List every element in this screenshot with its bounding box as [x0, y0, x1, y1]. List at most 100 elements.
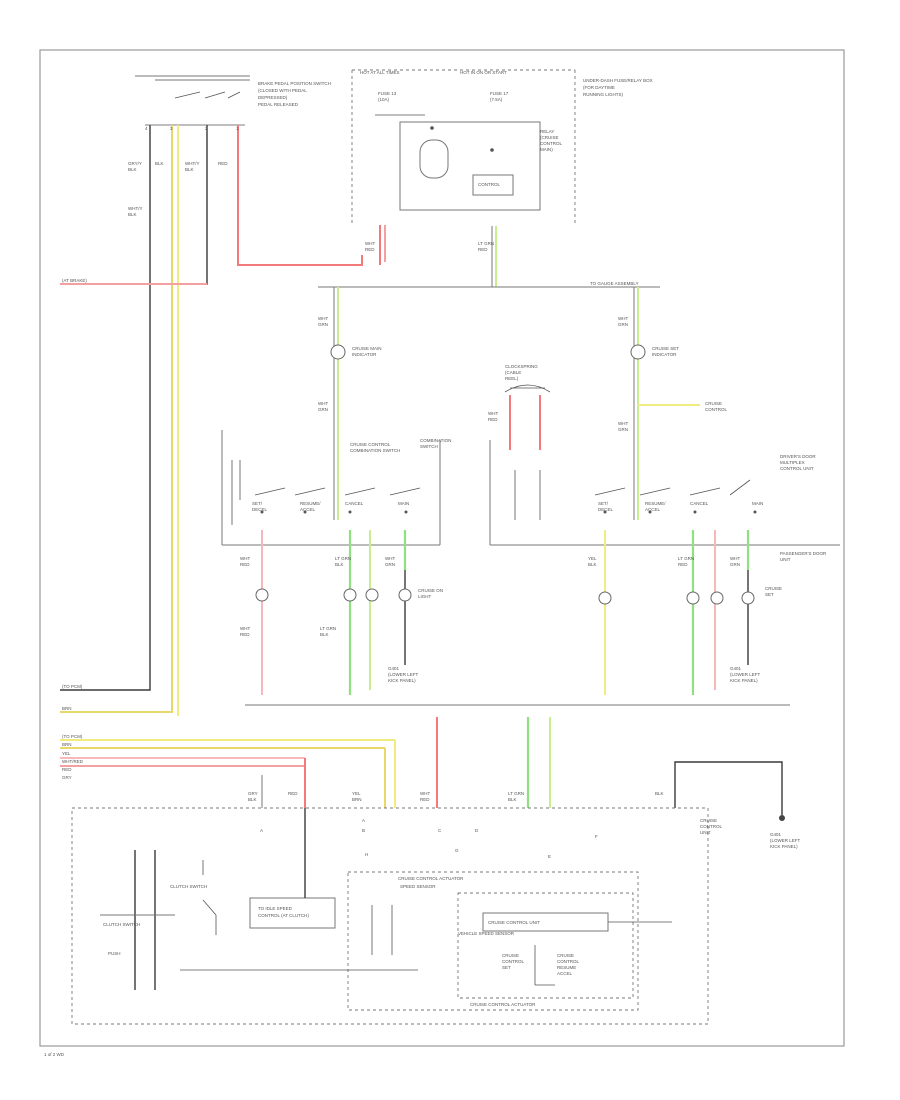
- svg-text:YEL: YEL: [588, 556, 597, 561]
- svg-text:PUSH: PUSH: [108, 951, 121, 956]
- svg-text:CLOCKSPRING: CLOCKSPRING: [505, 364, 538, 369]
- svg-text:2: 2: [205, 126, 208, 131]
- svg-text:BLK: BLK: [320, 632, 329, 637]
- svg-text:WHT: WHT: [318, 401, 328, 406]
- passenger-door-label: PASSENGER'S DOOR: [780, 551, 827, 556]
- svg-text:4: 4: [145, 126, 148, 131]
- vss-label: VEHICLE SPEED SENSOR: [458, 931, 515, 936]
- lamp-main-label: CRUISE MAIN: [352, 346, 382, 351]
- svg-text:(10A): (10A): [378, 97, 390, 102]
- svg-text:MULTIPLEX: MULTIPLEX: [780, 460, 805, 465]
- svg-text:HOT AT ALL TIMES: HOT AT ALL TIMES: [360, 70, 400, 75]
- svg-text:REEL): REEL): [505, 376, 519, 381]
- svg-text:YEL: YEL: [352, 791, 361, 796]
- svg-text:WHT/Y: WHT/Y: [128, 206, 143, 211]
- svg-text:1: 1: [236, 126, 239, 131]
- svg-text:F: F: [595, 834, 598, 839]
- svg-text:CONTROL: CONTROL: [700, 824, 722, 829]
- svg-text:(LOWER LEFT: (LOWER LEFT: [730, 672, 761, 677]
- svg-text:RELAY: RELAY: [540, 129, 554, 134]
- brake-switch-section: BRAKE PEDAL POSITION SWITCH (CLOSED WITH…: [60, 75, 363, 716]
- svg-text:HOT IN ON OR START: HOT IN ON OR START: [460, 70, 507, 75]
- svg-text:SET/: SET/: [252, 501, 263, 506]
- fuse-box-label: UNDER-DASH FUSE/RELAY BOX: [583, 78, 653, 83]
- svg-text:CONTROL (AT CLUTCH): CONTROL (AT CLUTCH): [258, 913, 309, 918]
- svg-text:RED: RED: [420, 797, 430, 802]
- svg-text:RED: RED: [678, 562, 688, 567]
- svg-text:D: D: [475, 828, 479, 833]
- svg-text:CLUTCH SWITCH: CLUTCH SWITCH: [170, 884, 207, 889]
- svg-text:CANCEL: CANCEL: [345, 501, 364, 506]
- wire-red-label: RED: [62, 767, 72, 772]
- wire-black-feed: [60, 125, 208, 285]
- svg-text:SPEED SENSOR: SPEED SENSOR: [400, 884, 436, 889]
- svg-text:CONTROL: CONTROL: [557, 959, 579, 964]
- svg-text:WHT: WHT: [318, 316, 328, 321]
- ccu-label: CRUISE CONTROL UNIT: [488, 920, 540, 925]
- svg-text:SWITCH: SWITCH: [420, 444, 438, 449]
- svg-text:WHT: WHT: [730, 556, 740, 561]
- svg-text:WHT: WHT: [385, 556, 395, 561]
- svg-text:RED: RED: [240, 632, 250, 637]
- svg-text:G401: G401: [388, 666, 400, 671]
- actuator-label: CRUISE CONTROL ACTUATOR: [398, 876, 464, 881]
- svg-text:FUSE 17: FUSE 17: [490, 91, 509, 96]
- svg-text:A: A: [260, 828, 263, 833]
- svg-text:RED: RED: [478, 247, 488, 252]
- svg-text:BRN: BRN: [352, 797, 362, 802]
- diagram-frame: [39, 49, 845, 1047]
- svg-text:WHT: WHT: [618, 316, 628, 321]
- svg-text:GRY: GRY: [248, 791, 258, 796]
- control-unit-box: CRUISE CONTROL ACTUATOR SPEED SENSOR CRU…: [71, 807, 709, 1025]
- svg-text:(FOR DAYTIME: (FOR DAYTIME: [583, 85, 615, 90]
- svg-text:MAIN: MAIN: [398, 501, 409, 506]
- svg-text:H: H: [365, 852, 368, 857]
- wire-yel-label: YEL: [62, 751, 71, 756]
- svg-text:CANCEL: CANCEL: [690, 501, 709, 506]
- svg-text:RED: RED: [365, 247, 375, 252]
- svg-text:RED: RED: [488, 417, 498, 422]
- svg-text:CONTROL: CONTROL: [705, 407, 727, 412]
- svg-text:A: A: [362, 818, 365, 823]
- svg-text:(LOWER LEFT: (LOWER LEFT: [388, 672, 419, 677]
- svg-text:INDICATOR: INDICATOR: [352, 352, 377, 357]
- svg-text:BLK: BLK: [508, 797, 517, 802]
- svg-text:LIGHT: LIGHT: [418, 594, 432, 599]
- svg-text:CRUISE: CRUISE: [557, 953, 574, 958]
- svg-text:WHT: WHT: [488, 411, 498, 416]
- svg-text:GRN: GRN: [618, 427, 628, 432]
- svg-text:BLK: BLK: [335, 562, 344, 567]
- svg-text:3: 3: [170, 126, 173, 131]
- svg-text:SET: SET: [765, 592, 774, 597]
- svg-text:RUNNING LIGHTS): RUNNING LIGHTS): [583, 92, 624, 97]
- svg-text:BLK: BLK: [588, 562, 597, 567]
- svg-text:WHT: WHT: [240, 626, 250, 631]
- svg-text:CRUISE CONTROL ACTUATOR: CRUISE CONTROL ACTUATOR: [470, 1002, 536, 1007]
- lamp-set-label: CRUISE SET: [652, 346, 679, 351]
- svg-text:(CRUISE: (CRUISE: [540, 135, 559, 140]
- svg-text:PEDAL RELEASED: PEDAL RELEASED: [258, 102, 299, 107]
- svg-text:CRUISE CONTROL: CRUISE CONTROL: [350, 442, 391, 447]
- svg-text:WHT: WHT: [240, 556, 250, 561]
- page-footer: 1 of 2 WD: [44, 1052, 65, 1057]
- svg-text:INDICATOR: INDICATOR: [652, 352, 677, 357]
- svg-text:RESUME: RESUME: [557, 965, 576, 970]
- svg-text:DEPRESSED): DEPRESSED): [258, 95, 288, 100]
- wire-red-top: [237, 125, 363, 266]
- wire-gray-left: [60, 125, 151, 691]
- svg-text:BLK: BLK: [155, 161, 164, 166]
- svg-text:DECEL: DECEL: [598, 507, 614, 512]
- wire-whtred-label: WHT/RED: [62, 759, 84, 764]
- svg-text:UNIT: UNIT: [780, 557, 791, 562]
- svg-text:RED: RED: [218, 161, 228, 166]
- svg-text:E: E: [548, 854, 551, 859]
- svg-text:CRUISE: CRUISE: [700, 818, 717, 823]
- svg-text:BLK: BLK: [128, 212, 137, 217]
- svg-text:(7.5A): (7.5A): [490, 97, 503, 102]
- svg-text:G401: G401: [730, 666, 742, 671]
- fuse-box-section: HOT AT ALL TIMES HOT IN ON OR START UNDE…: [351, 69, 653, 287]
- ground-label: G401: [770, 832, 782, 837]
- lamp-mid-label: CRUISE ON: [418, 588, 443, 593]
